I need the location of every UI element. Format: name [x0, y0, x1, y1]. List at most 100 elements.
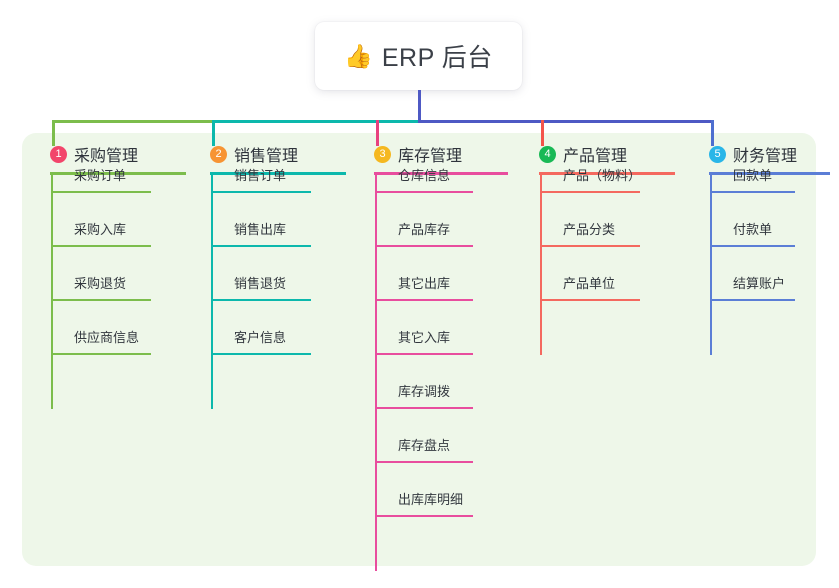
branch-item[interactable]: 采购入库 [51, 193, 186, 247]
branch-item-rule [710, 245, 795, 247]
branch-item[interactable]: 库存调拨 [375, 355, 508, 409]
branch-badge-2: 2 [210, 145, 227, 163]
branch-drop-1 [52, 120, 55, 146]
branch-badge-3: 3 [374, 145, 391, 163]
branch-item-rule [375, 461, 473, 463]
branch-item-rule [51, 245, 151, 247]
branch-header-1[interactable]: 1 采购管理 [36, 141, 186, 167]
branch-item-label: 其它入库 [398, 330, 451, 345]
branch-item[interactable]: 库存盘点 [375, 409, 508, 463]
branch-item-rule [51, 353, 151, 355]
branch-item-rule [375, 515, 473, 517]
branch-item-label: 销售出库 [234, 222, 287, 237]
branch-spine-3 [375, 175, 377, 571]
branch-item-label: 客户信息 [234, 330, 287, 345]
branch-item[interactable]: 采购退货 [51, 247, 186, 301]
branch-header-rule-5 [709, 172, 830, 175]
branch-badge-1: 1 [50, 145, 67, 163]
root-node-card[interactable]: 👍 ERP 后台 [315, 22, 522, 90]
branch-item[interactable]: 出库库明细 [375, 463, 508, 517]
branch-item-rule [51, 299, 151, 301]
branch-item[interactable]: 仓库信息 [375, 139, 508, 193]
branch-column-1: 1 采购管理采购订单采购入库采购退货供应商信息 [36, 141, 186, 409]
branch-item-rule [211, 191, 311, 193]
branch-spine-2 [211, 175, 213, 409]
branch-item[interactable]: 销售出库 [211, 193, 346, 247]
branch-item-label: 供应商信息 [74, 330, 140, 345]
branch-item[interactable]: 客户信息 [211, 301, 346, 355]
branch-item-rule [211, 245, 311, 247]
branch-item[interactable]: 回款单 [710, 139, 830, 193]
branch-header-rule-1 [50, 172, 186, 175]
branch-item-rule [710, 191, 795, 193]
branch-item-label: 销售订单 [234, 168, 287, 183]
branch-item-rule [375, 191, 473, 193]
branch-drop-2 [212, 120, 215, 146]
branch-item[interactable]: 其它入库 [375, 301, 508, 355]
branch-item-rule [375, 407, 473, 409]
branch-item-label: 库存调拨 [398, 384, 451, 399]
branch-title-4: 产品管理 [563, 148, 628, 165]
root-stem [418, 90, 421, 123]
branch-item-label: 采购订单 [74, 168, 127, 183]
branch-item-label: 回款单 [733, 168, 773, 183]
branch-item-rule [211, 353, 311, 355]
bus-segment-green [52, 120, 214, 123]
branch-item-rule [375, 245, 473, 247]
branch-badge-4: 4 [539, 145, 556, 163]
branch-item[interactable]: 产品单位 [540, 247, 675, 301]
root-node-content: 👍 ERP 后台 [344, 38, 493, 74]
branch-item-label: 产品（物料） [563, 168, 642, 183]
branch-item-rule [211, 299, 311, 301]
branch-header-3[interactable]: 3 库存管理 [360, 141, 508, 167]
branch-item-label: 采购退货 [74, 276, 127, 291]
branch-item-rule [375, 353, 473, 355]
branch-item[interactable]: 供应商信息 [51, 301, 186, 355]
branch-item-label: 出库库明细 [398, 492, 464, 507]
branch-item[interactable]: 采购订单 [51, 139, 186, 193]
branch-drop-3 [376, 120, 379, 146]
branch-item[interactable]: 结算账户 [710, 247, 830, 301]
branch-title-1: 采购管理 [74, 148, 139, 165]
branch-item[interactable]: 产品（物料） [540, 139, 675, 193]
branch-item-label: 采购入库 [74, 222, 127, 237]
branch-item-label: 销售退货 [234, 276, 287, 291]
thumbs-up-icon: 👍 [344, 42, 373, 69]
branch-column-3: 3 库存管理仓库信息产品库存其它出库其它入库库存调拨库存盘点出库库明细 [360, 141, 508, 571]
branch-header-5[interactable]: 5 财务管理 [695, 141, 830, 167]
branch-item-label: 产品单位 [563, 276, 616, 291]
bus-segment-indigo [418, 120, 714, 123]
branch-title-3: 库存管理 [398, 148, 463, 165]
branch-item-label: 其它出库 [398, 276, 451, 291]
branch-item-rule [710, 299, 795, 301]
branch-item-label: 产品分类 [563, 222, 616, 237]
branch-spine-5 [710, 175, 712, 355]
branch-item[interactable]: 产品分类 [540, 193, 675, 247]
branch-item-rule [540, 191, 640, 193]
branch-spine-1 [51, 175, 53, 409]
branch-item-label: 库存盘点 [398, 438, 451, 453]
branch-item-rule [540, 245, 640, 247]
root-node-title: ERP 后台 [381, 44, 493, 72]
branch-column-5: 5 财务管理回款单付款单结算账户 [695, 141, 830, 355]
branch-title-5: 财务管理 [733, 148, 798, 165]
branch-item[interactable]: 销售退货 [211, 247, 346, 301]
bus-segment-teal [212, 120, 421, 123]
branch-item[interactable]: 销售订单 [211, 139, 346, 193]
branch-drop-4 [541, 120, 544, 146]
branch-item[interactable]: 付款单 [710, 193, 830, 247]
branch-header-rule-3 [374, 172, 508, 175]
branch-item-rule [540, 299, 640, 301]
branch-item-label: 付款单 [733, 222, 773, 237]
branch-item-label: 产品库存 [398, 222, 451, 237]
branch-item-rule [51, 191, 151, 193]
branch-header-rule-2 [210, 172, 346, 175]
branch-badge-5: 5 [709, 145, 726, 163]
branch-item[interactable]: 产品库存 [375, 193, 508, 247]
branch-item[interactable]: 其它出库 [375, 247, 508, 301]
branch-header-4[interactable]: 4 产品管理 [525, 141, 675, 167]
branch-item-label: 仓库信息 [398, 168, 451, 183]
